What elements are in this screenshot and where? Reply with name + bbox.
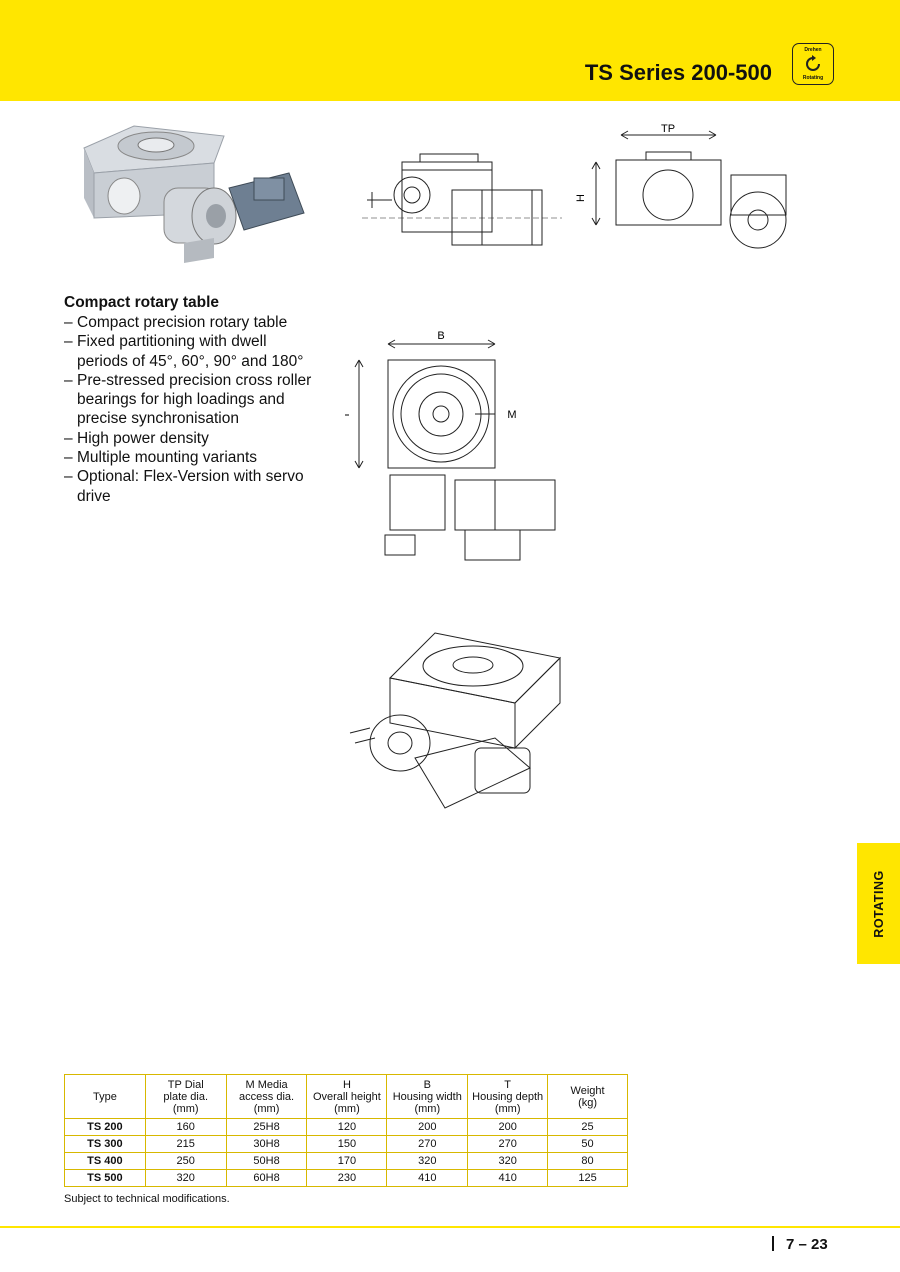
features-list: –Compact precision rotary table –Fixed p…: [64, 313, 314, 506]
rotating-badge: Drehen Rotating: [792, 43, 834, 85]
table-row: TS 400 250 50H8 170 320 320 80: [64, 1152, 628, 1170]
b-dimension-label: B: [437, 330, 444, 342]
features-heading: Compact rotary table: [64, 294, 220, 311]
side-tab-label: ROTATING: [871, 869, 886, 938]
m-dimension-label: M: [507, 409, 516, 421]
page-title: TS Series 200-500: [584, 60, 772, 85]
t-dimension-label: T: [345, 411, 352, 418]
header-bar: TS Series 200-500 Drehen Rotating: [0, 0, 900, 101]
footer-divider: [0, 1226, 900, 1228]
section-side-tab[interactable]: ROTATING: [857, 843, 900, 964]
rotate-icon: [806, 55, 820, 71]
product-photo: [83, 125, 305, 263]
front-view-drawing: TP H: [576, 123, 787, 249]
page-number: 7 – 23: [772, 1236, 828, 1253]
top-view-drawing: B T M: [345, 330, 556, 561]
h-dimension-label: H: [576, 194, 587, 202]
tp-dimension-label: TP: [661, 123, 675, 135]
feature-item: –Compact precision rotary table: [64, 314, 288, 331]
footnote: Subject to technical modifications.: [64, 1193, 230, 1205]
feature-item: –Multiple mounting variants: [64, 449, 258, 467]
table-row: TS 200 160 25H8 120 200 200 25: [64, 1118, 628, 1136]
page-number-bar: [772, 1236, 774, 1251]
features-section: Compact rotary table –Compact precision …: [64, 293, 314, 506]
header-type: Type: [64, 1074, 146, 1119]
feature-item: –Pre-stressed precision cross roller bea…: [64, 371, 312, 428]
feature-item: –High power density: [64, 429, 209, 447]
table-row: TS 300 215 30H8 150 270 270 50: [64, 1135, 628, 1153]
isometric-drawing: [349, 632, 562, 809]
badge-top-label: Drehen: [804, 47, 822, 53]
feature-item: –Optional: Flex-Version with servo drive: [64, 468, 304, 505]
badge-bottom-label: Rotating: [802, 75, 824, 81]
feature-item: –Fixed partitioning with dwell periods o…: [64, 333, 304, 370]
side-view-drawing: [362, 153, 562, 246]
header-weight: Weight(kg): [547, 1074, 628, 1119]
table-row: TS 500 320 60H8 230 410 410 125: [64, 1169, 628, 1187]
